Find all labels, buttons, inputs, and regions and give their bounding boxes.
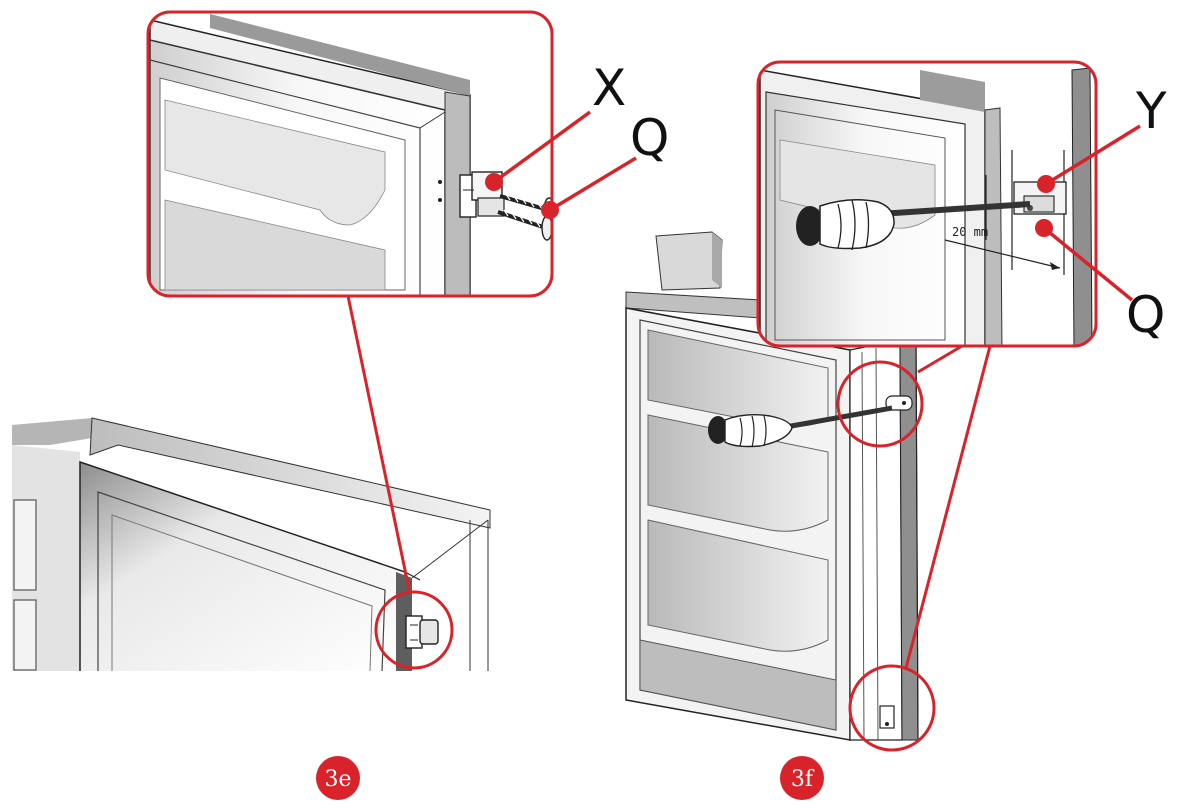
zoom-connector-line bbox=[346, 295, 412, 595]
figure-badge-3e: 3e bbox=[316, 756, 360, 800]
callout-q: Q bbox=[1035, 219, 1165, 344]
screwdriver-icon bbox=[796, 199, 1031, 251]
zoom-connector-line bbox=[904, 345, 992, 669]
hinge-bracket-icon bbox=[885, 395, 913, 411]
callout-y: Y bbox=[1037, 82, 1167, 193]
upper-hinge-highlight-circle bbox=[836, 360, 924, 448]
hand-icon bbox=[819, 199, 895, 251]
figure-badge-3e-label: 3e bbox=[324, 767, 351, 792]
screwdriver-icon bbox=[708, 405, 893, 448]
callout-q-label: Q bbox=[1126, 286, 1165, 344]
callout-q: Q bbox=[541, 109, 669, 219]
dimension-label: 20 mm bbox=[952, 225, 988, 239]
hinge-bracket-icon bbox=[879, 705, 895, 729]
callout-y-label: Y bbox=[1135, 82, 1167, 140]
hinge-highlight-circle bbox=[374, 590, 454, 670]
callout-x: X bbox=[485, 59, 626, 191]
zoom-connector-line bbox=[917, 344, 963, 374]
fridge-scene-3e bbox=[12, 417, 491, 673]
figure-badge-3f: 3f bbox=[780, 756, 824, 800]
fridge-scene-3f bbox=[625, 231, 936, 752]
hinge-bracket-icon bbox=[405, 615, 439, 649]
zoom-panel-3e bbox=[146, 10, 554, 298]
lower-hinge-highlight-circle bbox=[848, 664, 936, 752]
dimension-arrow: 20 mm bbox=[944, 225, 1061, 270]
zoom-panel-3f: 20 mm bbox=[756, 60, 1098, 348]
figure-badge-3f-label: 3f bbox=[791, 767, 815, 792]
zoom-frame bbox=[146, 10, 554, 298]
figure-3f: 20 mm Y Q bbox=[625, 60, 1167, 800]
figure-3e: X Q 3e bbox=[12, 10, 669, 800]
callout-x-label: X bbox=[592, 59, 626, 117]
zoom-frame bbox=[756, 60, 1098, 348]
callout-q-label: Q bbox=[630, 109, 669, 167]
